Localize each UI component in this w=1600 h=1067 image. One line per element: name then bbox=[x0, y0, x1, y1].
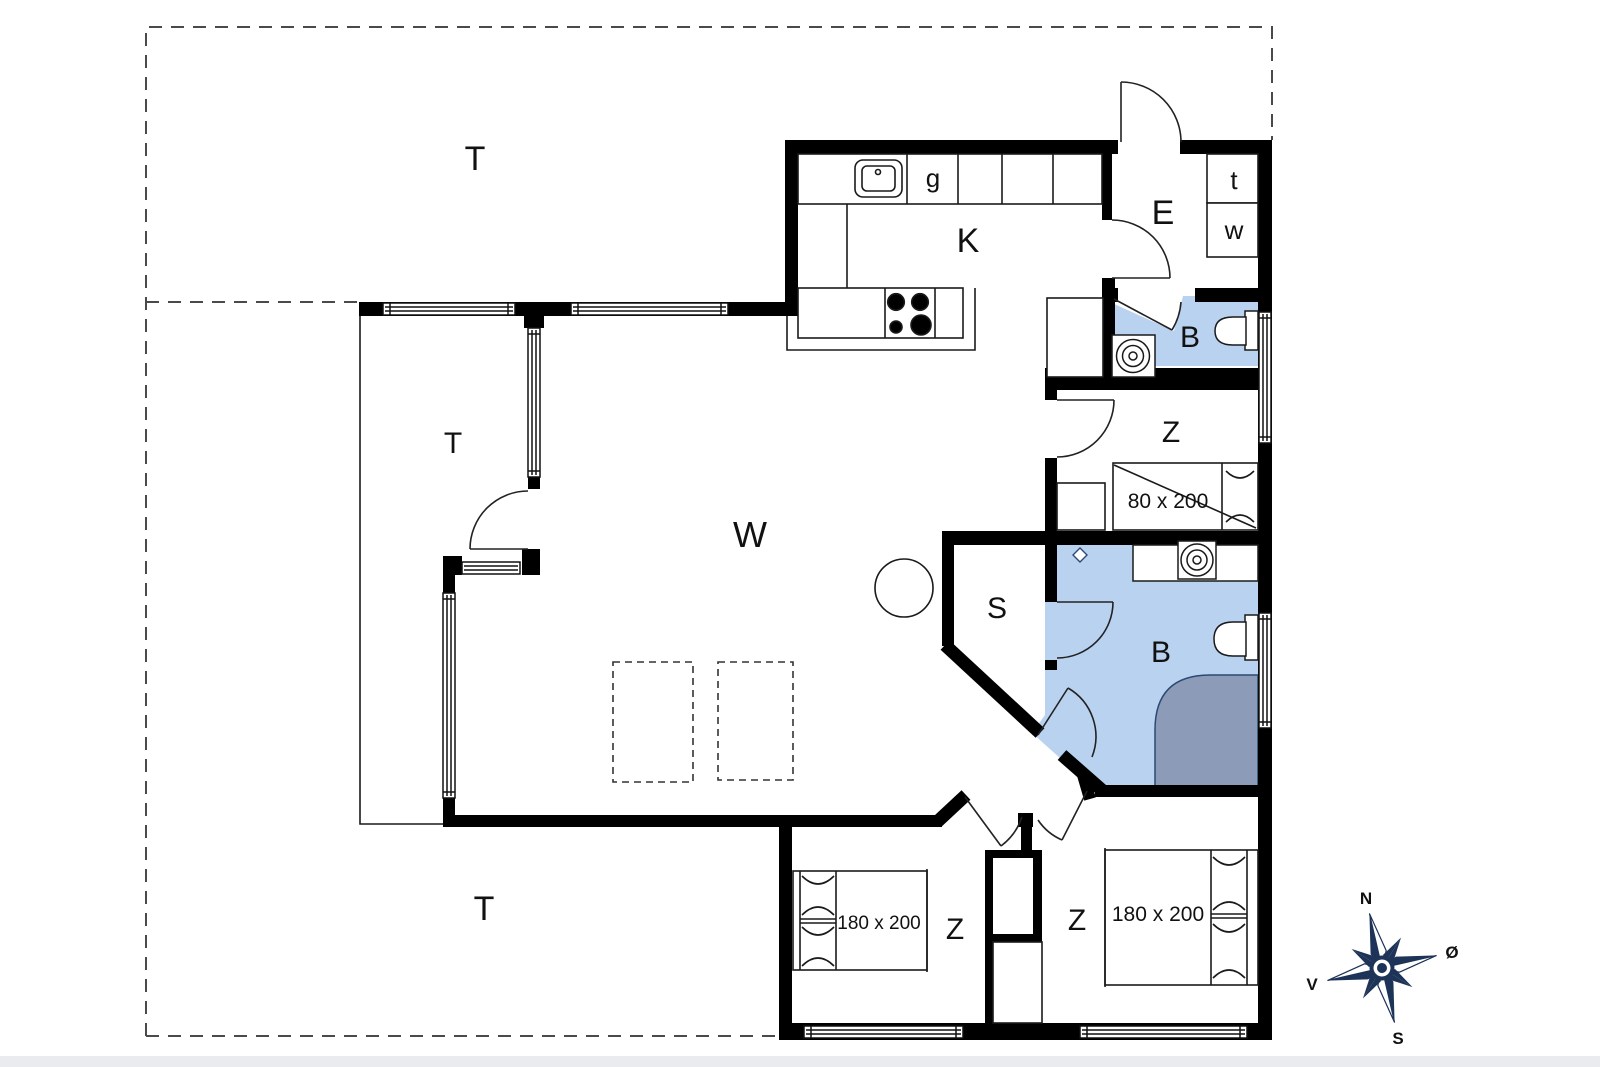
beds bbox=[792, 462, 1259, 987]
label-closet-t: t bbox=[1230, 165, 1238, 195]
kitchen-counter-island bbox=[797, 287, 964, 339]
label-bath-large: B bbox=[1151, 636, 1171, 669]
kitchen-counter-top bbox=[797, 153, 1103, 205]
shower-icon bbox=[1154, 674, 1259, 787]
compass-main-arms bbox=[1327, 913, 1437, 1023]
washbasin-large-icon bbox=[1177, 540, 1217, 580]
window-bottom-right bbox=[1079, 1025, 1248, 1039]
label-entrance: E bbox=[1152, 194, 1175, 232]
label-closet-w: w bbox=[1224, 215, 1244, 245]
compass-rose-icon: N S V Ø bbox=[1306, 889, 1458, 1048]
label-bath-small: B bbox=[1180, 321, 1200, 354]
label-terrace-mid: T bbox=[444, 427, 462, 460]
door-bath-large-sauna bbox=[1056, 601, 1114, 659]
terrace-outline bbox=[359, 316, 443, 825]
window-west bbox=[442, 592, 456, 799]
label-kitchen: K bbox=[957, 222, 980, 260]
compass-label-s: S bbox=[1392, 1029, 1403, 1048]
door-bedroom-bottom-right bbox=[1037, 790, 1088, 841]
door-bedroom-left bbox=[964, 796, 1023, 847]
hall-closet bbox=[1046, 297, 1104, 378]
label-terrace-top: T bbox=[465, 140, 486, 178]
bottom-strip bbox=[0, 1056, 1600, 1067]
washbasin-small-icon bbox=[1111, 334, 1156, 378]
diagonal-walls bbox=[932, 640, 1108, 827]
entry-closets bbox=[1046, 153, 1259, 378]
wardrobe-lower bbox=[992, 941, 1043, 1024]
label-fridge: g bbox=[926, 163, 940, 193]
window-top-a bbox=[382, 302, 516, 316]
bath-large-fixtures bbox=[1072, 540, 1259, 661]
label-bedroom-bottom-left: Z bbox=[946, 913, 964, 946]
door-terrace bbox=[469, 490, 529, 550]
label-bedroom-right-top: Z bbox=[1162, 416, 1180, 449]
window-east-top bbox=[1258, 311, 1272, 444]
compass-label-v: V bbox=[1306, 975, 1318, 994]
label-bedroom-bottom-right: Z bbox=[1068, 904, 1086, 937]
sink-icon bbox=[854, 159, 903, 198]
stove-icon bbox=[886, 292, 932, 336]
label-terrace-bottom: T bbox=[474, 890, 495, 928]
window-bottom-left bbox=[803, 1025, 964, 1039]
window-top-b bbox=[570, 302, 729, 316]
toilet-large-icon bbox=[1213, 614, 1259, 661]
bed-double-right bbox=[1104, 848, 1259, 987]
window-jog bbox=[461, 561, 521, 575]
toilet-small-icon bbox=[1214, 310, 1259, 351]
table-circle bbox=[874, 558, 934, 618]
compass-label-n: N bbox=[1360, 889, 1372, 908]
compass-label-o: Ø bbox=[1445, 943, 1458, 962]
label-bed-single: 80 x 200 bbox=[1128, 490, 1209, 513]
door-entrance bbox=[1120, 81, 1182, 143]
windows bbox=[382, 302, 1272, 1039]
nightstand bbox=[1056, 482, 1106, 531]
window-east-bath bbox=[1258, 612, 1272, 729]
door-bedroom-right-top bbox=[1056, 399, 1115, 458]
closet-w-box bbox=[1206, 202, 1259, 258]
bed-single bbox=[1056, 462, 1259, 531]
label-sauna: S bbox=[987, 592, 1007, 625]
bath-small-fixtures bbox=[1111, 310, 1259, 378]
label-living: W bbox=[733, 514, 767, 555]
door-bath-small bbox=[1113, 298, 1182, 331]
door-bath-large-hall bbox=[1037, 687, 1097, 758]
label-bed-left: 180 x 200 bbox=[837, 913, 920, 934]
label-bed-right: 180 x 200 bbox=[1112, 903, 1204, 926]
bed-double-left bbox=[792, 869, 928, 972]
door-kitchen-entry bbox=[1111, 219, 1171, 279]
floor-drain-icon bbox=[1072, 547, 1088, 563]
dashed-furniture bbox=[612, 661, 794, 783]
plot-boundary bbox=[145, 26, 1273, 1037]
closet-t-box bbox=[1206, 153, 1259, 204]
window-terrace-divider bbox=[527, 327, 541, 478]
kitchen bbox=[786, 153, 1103, 351]
doors bbox=[469, 81, 1182, 847]
